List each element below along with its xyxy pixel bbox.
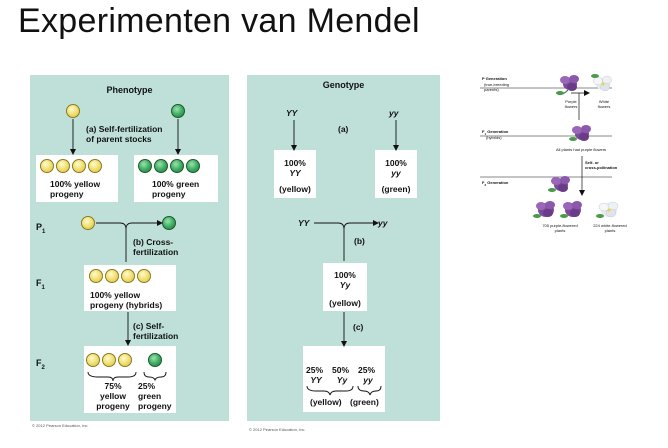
yellow-pea	[56, 159, 70, 173]
white-flowers-label: White flowers	[597, 99, 611, 109]
arrow-cross-p1	[96, 223, 160, 262]
green-pea	[186, 159, 200, 173]
green-pea	[138, 159, 152, 173]
flower-f1-generation-sub: (hybrids)	[486, 135, 502, 140]
genotype-a-label: (a)	[338, 124, 349, 134]
genotype-f1-box	[323, 263, 367, 311]
phenotype-heading: Phenotype	[106, 85, 153, 95]
f1-progeny-label: 100% yellow progeny (hybrids)	[90, 290, 163, 310]
phenotype-copyright: © 2012 Pearson Education, Inc.	[32, 423, 89, 428]
genotype-right-pheno: (green)	[381, 184, 411, 194]
genotype-yy-dominant-top: YY	[286, 108, 298, 118]
f1-generation-label: F1	[36, 278, 45, 291]
yellow-pea	[86, 353, 100, 367]
genotype-f2-box	[303, 346, 385, 412]
genotype-yy-recessive-top: yy	[389, 108, 399, 118]
f2-yellow-label: 75% yellow progeny	[96, 381, 130, 411]
flower-f1-generation-label: F1 Generation	[482, 129, 509, 136]
genotype-f2-pct-3: 25%	[358, 365, 376, 375]
genotype-f2-pct-2: 50%	[332, 365, 350, 375]
yellow-pea	[72, 159, 86, 173]
green-pea	[148, 353, 162, 367]
genotype-left-geno: YY	[289, 168, 301, 178]
yellow-pea	[137, 269, 151, 283]
genotype-f1-geno: Yy	[339, 280, 351, 290]
genotype-f2-yellow: (yellow)	[310, 397, 342, 407]
green-pea	[154, 159, 168, 173]
yellow-pea	[102, 353, 116, 367]
genotype-b-label: (b)	[354, 236, 365, 246]
genotype-f2-geno-1: YY	[310, 375, 322, 385]
yellow-pea	[121, 269, 135, 283]
purple-count-label: 705 purple-flowered plants	[542, 223, 578, 233]
genotype-f1-pheno: (yellow)	[329, 298, 361, 308]
p1-generation-label: P1	[36, 222, 46, 235]
genotype-cross-left: YY	[298, 218, 310, 228]
genotype-left-pct: 100%	[284, 158, 306, 168]
genotype-heading: Genotype	[322, 80, 365, 90]
bracket-green-f2	[143, 371, 167, 382]
genotype-yy-box	[274, 150, 316, 198]
yellow-pea-cross-parent	[81, 216, 95, 230]
purple-flowers-label: Purple flowers	[564, 99, 578, 109]
genotype-cross-right: yy	[378, 218, 388, 228]
white-count-label: 224 white-flowered plants	[593, 223, 627, 233]
genotype-f2-green: (green)	[350, 397, 379, 407]
yellow-pea-parent	[66, 104, 80, 118]
f2-generation-label: F2	[36, 358, 45, 371]
green-pea	[170, 159, 184, 173]
self-cross-pollination-label: Self- or cross-pollination	[585, 160, 618, 170]
genotype-right-pct: 100%	[385, 158, 407, 168]
flower-p-generation-label: P Generation	[482, 76, 507, 81]
genotype-c-label: (c)	[353, 322, 364, 332]
genotype-f2-geno-2: Yy	[336, 375, 348, 385]
yellow-progeny-label: 100% yellow progeny	[50, 179, 101, 199]
green-pea-parent	[171, 104, 185, 118]
yellow-pea	[88, 159, 102, 173]
green-progeny-label: 100% green progeny	[152, 179, 200, 199]
f2-green-label: 25% green progeny	[138, 381, 172, 411]
cross-fertilization-label: (b) Cross- fertilization	[133, 237, 179, 257]
self-fertilization-f1-label: (c) Self- fertilization	[133, 321, 179, 341]
flower-cross-arrow	[571, 93, 587, 120]
bracket-geno-yellow	[306, 385, 354, 396]
all-purple-label: All plants had purple flowers	[556, 147, 607, 152]
self-fertilization-label: (a) Self-fertilization of parent stocks	[86, 124, 163, 144]
genotype-recessive-box	[375, 150, 417, 198]
yellow-pea	[89, 269, 103, 283]
genotype-left-pheno: (yellow)	[279, 184, 311, 194]
yellow-pea	[105, 269, 119, 283]
genotype-f2-geno-3: yy	[363, 375, 373, 385]
bracket-yellow-f2	[87, 371, 137, 382]
slide-title: Experimenten van Mendel	[18, 2, 420, 40]
bracket-geno-green	[357, 385, 382, 396]
yellow-pea	[40, 159, 54, 173]
arrow-geno-cross	[314, 223, 376, 261]
genotype-f1-pct: 100%	[334, 270, 356, 280]
flower-f2-generation-label: F2 Generation	[482, 180, 509, 187]
genotype-copyright: © 2012 Pearson Education, Inc.	[249, 427, 306, 432]
genotype-right-geno: yy	[391, 168, 401, 178]
genotype-f2-pct-1: 25%	[306, 365, 324, 375]
yellow-pea	[118, 353, 132, 367]
flower-p-generation-sub: (true-breeding parents)	[484, 82, 510, 92]
